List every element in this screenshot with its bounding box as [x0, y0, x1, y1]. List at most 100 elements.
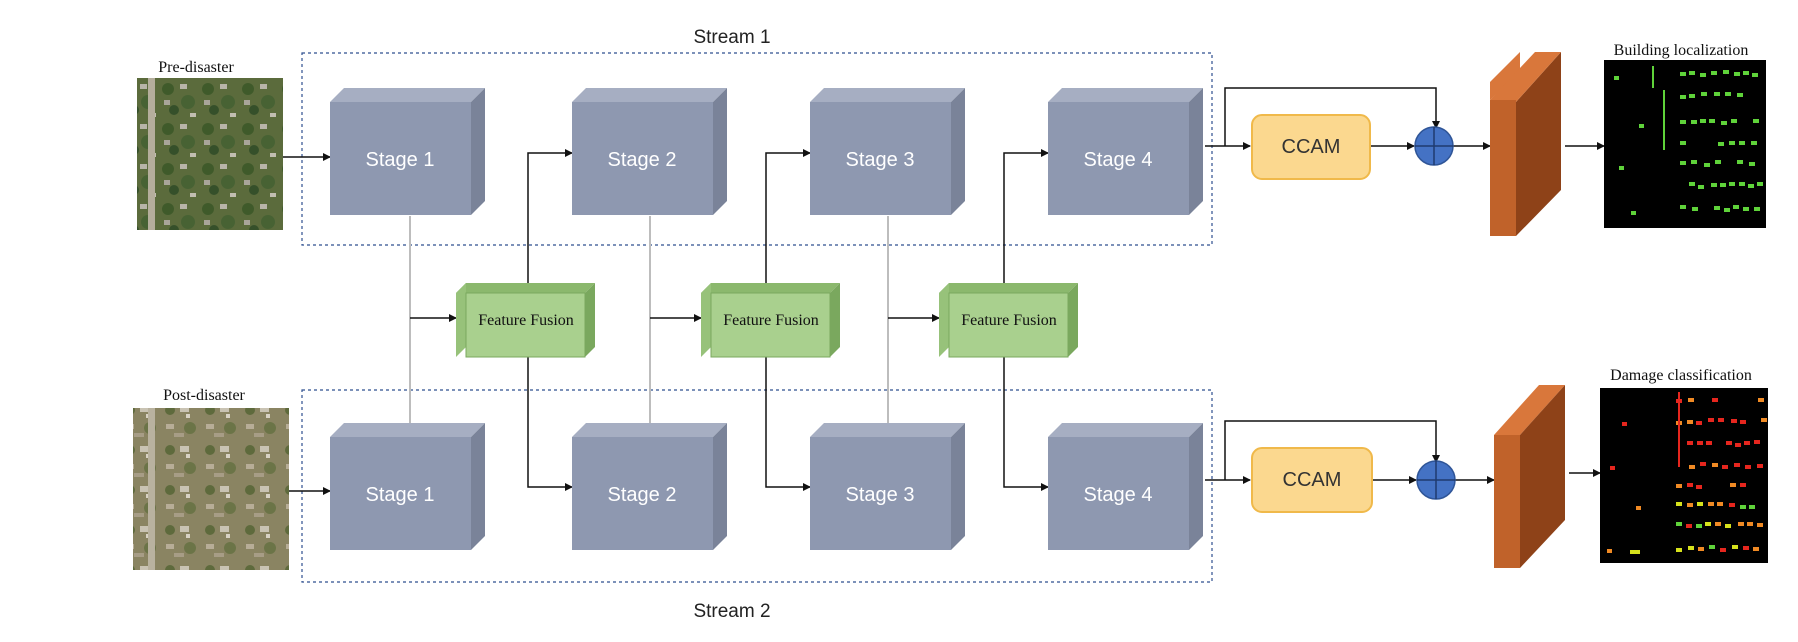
building-footprint [1711, 183, 1717, 187]
building-footprint [1724, 208, 1730, 212]
stage-label: Stage 3 [846, 149, 915, 171]
building-footprint [1757, 182, 1763, 186]
building-footprint [1743, 546, 1749, 550]
building-footprint [1718, 418, 1724, 422]
building-footprint [1751, 141, 1757, 145]
building-footprint [1697, 441, 1703, 445]
building-footprint [1696, 421, 1702, 425]
building-footprint [1714, 92, 1720, 96]
stage-label: Stage 4 [1084, 149, 1153, 171]
building-footprint [1735, 443, 1741, 447]
building-footprint [1758, 398, 1764, 402]
building-footprint [1734, 463, 1740, 467]
building-footprint [1622, 422, 1627, 426]
building-footprint [1676, 522, 1682, 526]
stream-2-label: Stream 2 [693, 601, 770, 622]
stage-label: Stage 3 [846, 484, 915, 506]
building-footprint [1691, 160, 1697, 164]
building-footprint [1725, 524, 1731, 528]
stage-label: Stage 1 [366, 149, 435, 171]
building-footprint [1731, 119, 1737, 123]
building-footprint [1720, 548, 1726, 552]
building-footprint [1730, 483, 1736, 487]
building-footprint [1689, 182, 1695, 186]
stage-block-top-1: Stage 1 [330, 88, 485, 215]
building-footprint [1744, 441, 1750, 445]
building-footprint [1754, 440, 1760, 444]
building-footprint [1631, 211, 1636, 215]
building-footprint [1732, 545, 1738, 549]
building-footprint [1733, 205, 1739, 209]
building-footprint [1739, 141, 1745, 145]
building-footprint [1610, 466, 1615, 470]
building-footprint [1691, 120, 1697, 124]
stage-label: Stage 2 [608, 484, 677, 506]
arrows [283, 87, 1605, 495]
post-disaster-label: Post-disaster [163, 387, 245, 404]
building-footprint [1715, 522, 1721, 526]
building-footprint [1726, 441, 1732, 445]
stage-label: Stage 1 [366, 484, 435, 506]
building-footprint [1689, 94, 1695, 98]
building-footprint [1747, 522, 1753, 526]
building-footprint [1757, 464, 1763, 468]
ccam-label: CCAM [1283, 469, 1342, 491]
building-footprint [1753, 119, 1759, 123]
building-footprint [1712, 398, 1718, 402]
building-footprint [1738, 522, 1744, 526]
building-footprint [1721, 121, 1727, 125]
ccam-block-bottom: CCAM [1251, 447, 1373, 513]
building-footprint [1688, 546, 1694, 550]
decoder-block-top [1490, 52, 1561, 236]
stage-block-bottom-3: Stage 3 [810, 423, 965, 550]
building-footprint [1680, 95, 1686, 99]
building-footprint [1676, 484, 1682, 488]
building-footprint [1737, 93, 1743, 97]
stage-block-top-3: Stage 3 [810, 88, 965, 215]
building-footprint [1686, 524, 1692, 528]
building-footprint [1715, 160, 1721, 164]
building-footprint [1687, 503, 1693, 507]
pre-disaster-label: Pre-disaster [158, 59, 234, 76]
ccam-label: CCAM [1282, 136, 1341, 158]
building-footprint [1708, 502, 1714, 506]
ccam-block-top: CCAM [1251, 114, 1371, 180]
pre-disaster-image [137, 78, 283, 230]
post-disaster-image [133, 408, 289, 570]
stage-label: Stage 2 [608, 149, 677, 171]
add-node-bottom [1416, 460, 1456, 500]
building-footprint [1729, 141, 1735, 145]
building-footprint [1680, 205, 1686, 209]
building-footprint [1729, 182, 1735, 186]
building-footprint [1737, 160, 1743, 164]
building-footprint [1734, 72, 1740, 76]
building-footprint [1761, 418, 1767, 422]
building-footprint [1748, 184, 1754, 188]
building-footprint [1698, 185, 1704, 189]
building-footprint [1712, 463, 1718, 467]
building-footprint [1722, 465, 1728, 469]
classification-label: Damage classification [1610, 367, 1752, 384]
building-footprint [1639, 124, 1644, 128]
building-footprint [1754, 207, 1760, 211]
building-footprint [1729, 503, 1735, 507]
building-footprint [1718, 142, 1724, 146]
building-footprint [1692, 207, 1698, 211]
building-footprint [1689, 465, 1695, 469]
feature-fusion-block-3: Feature Fusion [939, 283, 1078, 358]
building-footprint [1743, 71, 1749, 75]
building-footprint [1740, 483, 1746, 487]
stage-links [409, 216, 889, 423]
building-footprint [1614, 76, 1619, 80]
building-footprint [1717, 502, 1723, 506]
building-footprint [1711, 71, 1717, 75]
building-footprint [1696, 485, 1702, 489]
building-footprint [1749, 162, 1755, 166]
feature-fusion-block-1: Feature Fusion [456, 283, 595, 358]
building-footprint [1680, 141, 1686, 145]
localization-output-image [1604, 60, 1766, 228]
building-footprint [1680, 161, 1686, 165]
building-footprint [1687, 441, 1693, 445]
building-footprint [1701, 92, 1707, 96]
building-footprint [1723, 70, 1729, 74]
